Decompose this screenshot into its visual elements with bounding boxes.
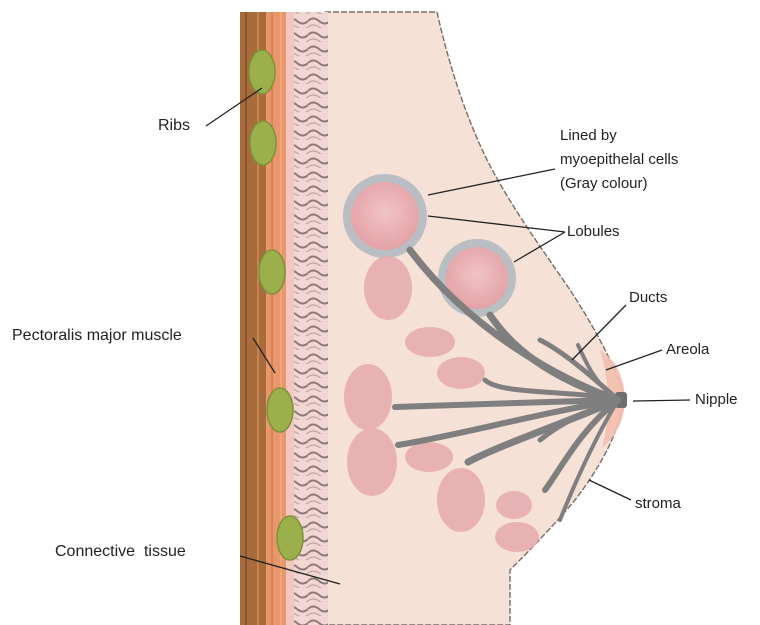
leader-stroma xyxy=(589,480,631,500)
leader-nipple xyxy=(633,400,690,401)
lobule xyxy=(437,357,485,389)
label-myoepithelial: Lined by myoepithelal cells (Gray colour… xyxy=(560,124,678,196)
label-myoepithelial-line2: myoepithelal cells xyxy=(560,148,678,172)
label-nipple: Nipple xyxy=(695,390,738,410)
lobule xyxy=(344,364,392,430)
label-stroma: stroma xyxy=(635,494,681,514)
rib-oval xyxy=(250,121,276,165)
lobule xyxy=(405,327,455,357)
lobule xyxy=(495,522,539,552)
label-ribs: Ribs xyxy=(158,116,190,136)
lobule xyxy=(437,468,485,532)
label-myoepithelial-line3: (Gray colour) xyxy=(560,172,678,196)
lobule xyxy=(405,442,453,472)
lobule xyxy=(347,428,397,496)
label-areola: Areola xyxy=(666,340,709,360)
label-lobules: Lobules xyxy=(567,222,620,242)
label-myoepithelial-line1: Lined by xyxy=(560,124,678,148)
rib-oval xyxy=(267,388,293,432)
label-connective: Connective tissue xyxy=(55,542,186,562)
rib-oval xyxy=(277,516,303,560)
label-ducts: Ducts xyxy=(629,288,667,308)
lobule xyxy=(496,491,532,519)
label-pectoralis: Pectoralis major muscle xyxy=(12,326,182,346)
rib-oval xyxy=(249,50,275,94)
lobule-top-right xyxy=(438,239,516,317)
rib-oval xyxy=(259,250,285,294)
lobule xyxy=(364,256,412,320)
rib-layer xyxy=(240,12,266,625)
leader-areola xyxy=(606,350,662,370)
lobule-top-left xyxy=(343,174,427,258)
